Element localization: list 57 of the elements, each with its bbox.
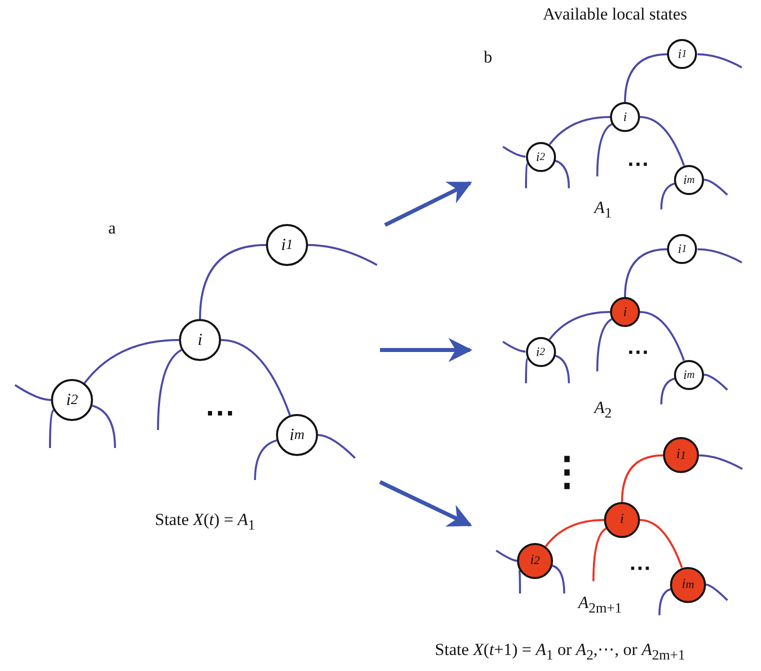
edge-line [699,454,743,470]
ellipsis-mark: ⋯ [627,341,649,363]
edge-line [199,244,266,320]
node-circle: i [610,102,640,132]
edge-line [548,116,610,146]
edge-line [592,528,607,582]
label-text: A$_{2}$ [594,399,612,421]
edge-line [518,569,521,594]
edge-line [14,384,52,401]
label-text: Available local states [542,6,688,22]
node-circle: i [179,319,221,361]
edge-line [621,454,664,502]
label-text: State X(t) = A$_{1}$ [154,511,256,533]
panel-letter: a [108,220,116,236]
edge-line [157,349,182,430]
edge-line [658,588,671,616]
edge-line [596,318,612,372]
edge-line [525,358,528,384]
edge-line [660,378,675,404]
edge-line [502,340,526,353]
edge-line [706,584,728,601]
node-circle: i [610,297,640,327]
label-text: A$_{2m+1}$ [578,594,622,616]
edge-line [660,182,675,210]
edge-line [640,116,685,166]
edge-line [308,244,378,266]
node-circle: i [604,502,640,538]
edge-line [704,178,728,196]
edge-line [502,146,526,158]
edge-line [624,248,668,298]
edge-line [554,160,570,188]
label-text: State X(t+1) = A$_{1}$ or A$_{2}$,⋯, or A$_{2m+1}$ [434,641,686,663]
edge-line [254,439,278,480]
edge-line [640,519,683,568]
edge-line [697,248,742,264]
edge-line [554,354,570,384]
edge-line [318,434,356,459]
edge-line [49,409,54,448]
ellipsis-mark: ⋮ [547,452,587,492]
edge-line [596,123,612,176]
edge-line [92,404,116,448]
edge-line [84,339,180,384]
panel-letter: b [484,48,492,66]
edge-line [697,53,742,68]
edge-line [624,53,668,102]
edge-line [544,519,604,547]
edge-line [496,550,518,562]
edge-line [552,564,566,594]
label-text: A$_{1}$ [594,199,612,221]
ellipsis-mark: ⋯ [629,557,651,579]
edge-line [548,311,610,340]
ellipsis-mark: ⋯ [627,153,649,175]
edge-line [640,311,685,361]
ellipsis-mark: ⋯ [205,399,235,429]
edge-line [704,374,728,391]
edge-line [525,163,528,188]
edge-line [220,339,291,416]
